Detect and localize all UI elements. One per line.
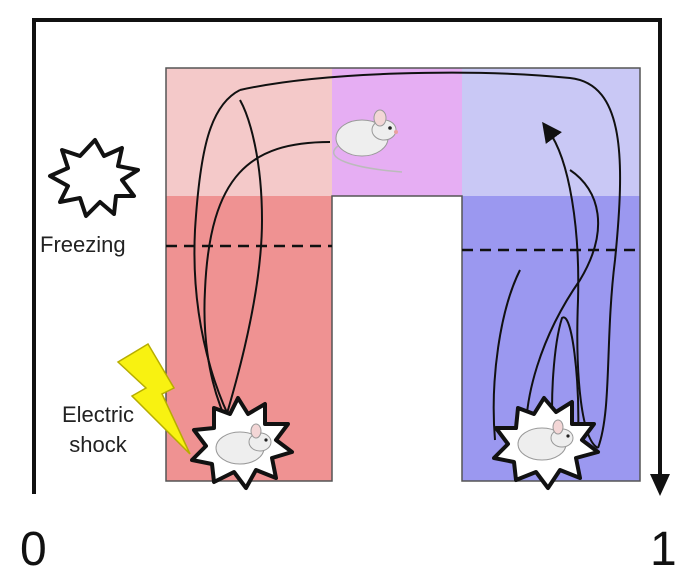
mouse-icon (215, 423, 272, 465)
starburst-icon (48, 138, 140, 218)
maze-outline (165, 67, 641, 482)
electric-shock-line1: Electric (61, 402, 135, 427)
mouse-icon (332, 109, 403, 173)
right-arm-upper (462, 68, 640, 196)
left-arm-upper (166, 68, 332, 196)
arrow-down-icon (650, 474, 670, 496)
electric-shock-label: Electric shock (48, 400, 148, 460)
lightning-bolt-icon (116, 342, 191, 455)
mouse-icon (517, 419, 574, 461)
time-axis-frame (32, 18, 662, 494)
electric-shock-line2: shock (69, 432, 127, 457)
time-axis-start: 0 (20, 523, 47, 576)
time-axis-end: 1 (650, 523, 677, 576)
freezing-label: Freezing (40, 232, 126, 257)
